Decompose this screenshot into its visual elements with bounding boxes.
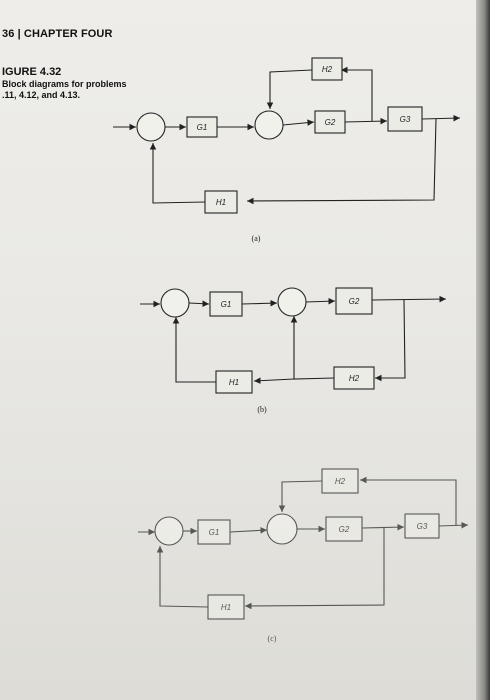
diagram-b-label: (b) — [257, 405, 267, 414]
block-g3 — [404, 513, 440, 539]
block-h2 — [321, 468, 359, 494]
block-g3 — [387, 106, 423, 132]
diagram-c: G1 G2 G3 H2 H1 (c) — [138, 468, 469, 643]
block-g1-label: G1 — [197, 123, 208, 132]
figure-caption-line1: Block diagrams for problems — [2, 79, 127, 89]
summing-junction-1 — [154, 516, 184, 546]
block-h2-label: H2 — [322, 65, 333, 74]
summing-junction-2 — [277, 287, 307, 317]
block-g3-label: G3 — [417, 522, 428, 531]
block-h1 — [207, 594, 245, 620]
summing-junction-2 — [254, 110, 284, 140]
block-h1-label: H1 — [216, 198, 226, 207]
block-h1-label: H1 — [221, 603, 231, 612]
diagram-a-label: (a) — [252, 234, 261, 243]
block-g3-label: G3 — [400, 115, 411, 124]
summing-junction-1 — [136, 112, 166, 142]
summing-junction-2 — [266, 513, 298, 545]
figure-caption-line2: .11, 4.12, and 4.13. — [2, 90, 81, 100]
chapter-header: 36 | CHAPTER FOUR — [2, 28, 113, 40]
block-g1-label: G1 — [221, 300, 232, 309]
block-h2 — [311, 57, 343, 81]
diagram-a: G1 G2 G3 H2 H1 (a) — [113, 57, 461, 243]
block-g1-label: G1 — [209, 528, 220, 537]
block-g2 — [335, 287, 373, 315]
diagram-c-label: (c) — [268, 634, 277, 643]
block-g2-label: G2 — [339, 525, 350, 534]
block-h2-label: H2 — [335, 477, 346, 486]
block-h1-label: H1 — [229, 378, 239, 387]
block-g2-label: G2 — [325, 118, 336, 127]
block-g2-label: G2 — [349, 297, 360, 306]
block-g1 — [197, 519, 231, 545]
block-g2 — [325, 516, 363, 542]
diagram-b: G1 G2 H2 H1 (b) — [140, 287, 447, 414]
block-h2-label: H2 — [349, 374, 360, 383]
summing-junction-1 — [160, 288, 190, 318]
page-edge — [476, 0, 490, 700]
figure-title: IGURE 4.32 — [2, 66, 62, 78]
